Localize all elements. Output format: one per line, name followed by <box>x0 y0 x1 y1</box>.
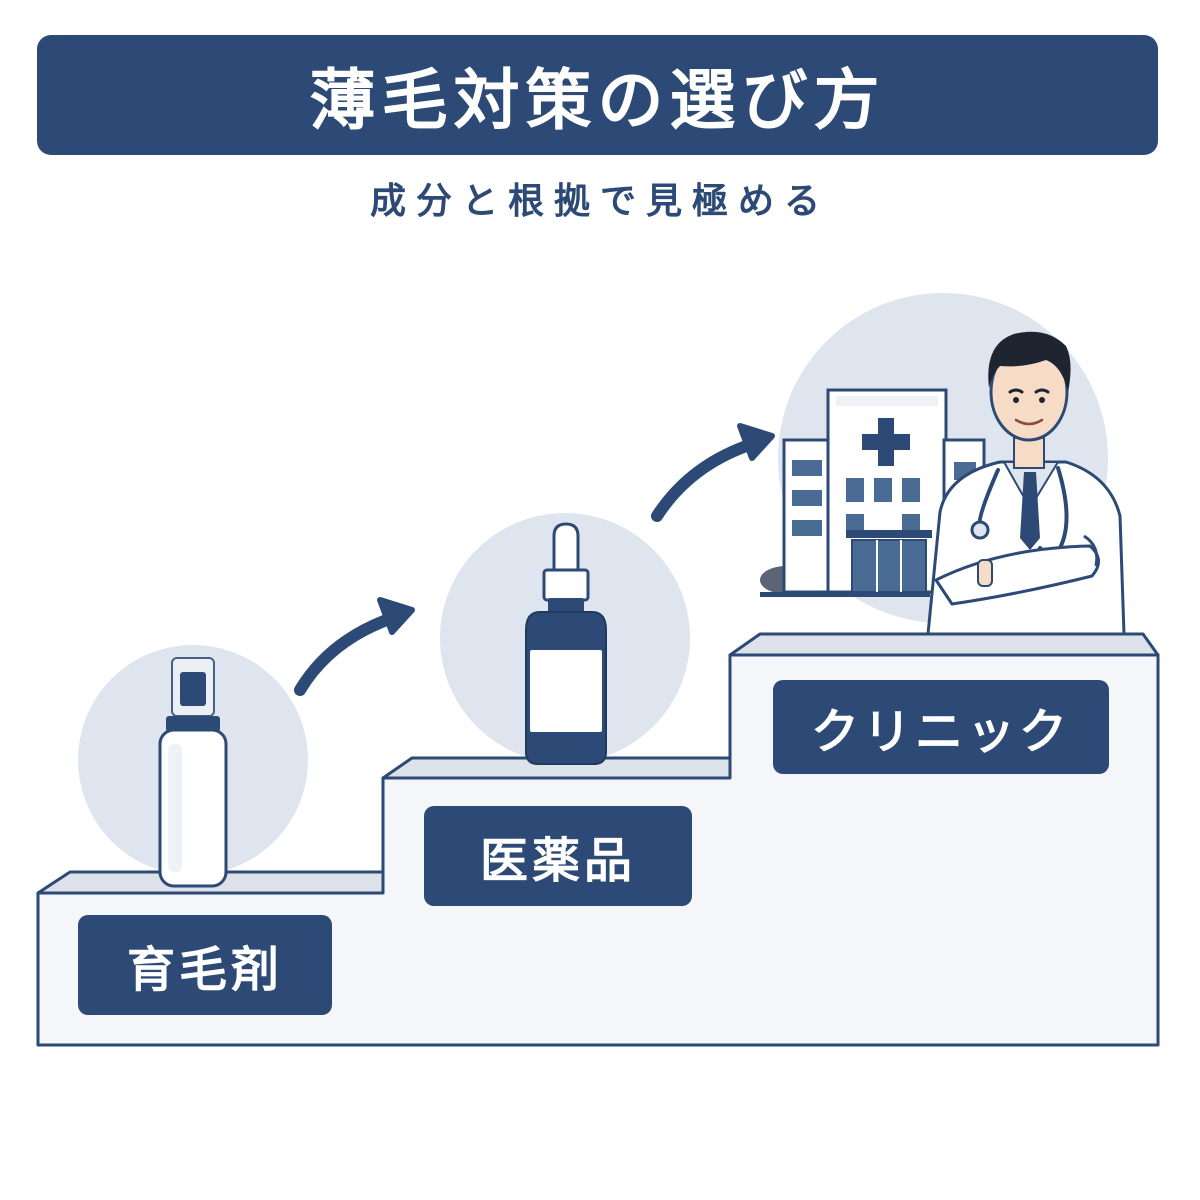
step-label-iyakuhin: 医薬品 <box>424 806 692 906</box>
page-subtitle: 成分と根拠で見極める <box>369 181 830 222</box>
spray-bottle-icon <box>158 657 228 888</box>
hospital-doctor-icon <box>760 331 1126 636</box>
page-title: 薄毛対策の選び方 <box>309 62 886 139</box>
arrow-step-2-to-3 <box>651 423 775 522</box>
step-label-ikumouzai: 育毛剤 <box>78 915 332 1015</box>
dropper-bottle-icon <box>525 522 607 765</box>
title-banner: 薄毛対策の選び方 <box>37 35 1158 155</box>
arrow-step-1-to-2 <box>294 597 415 696</box>
step-label-clinic: クリニック <box>773 680 1109 774</box>
